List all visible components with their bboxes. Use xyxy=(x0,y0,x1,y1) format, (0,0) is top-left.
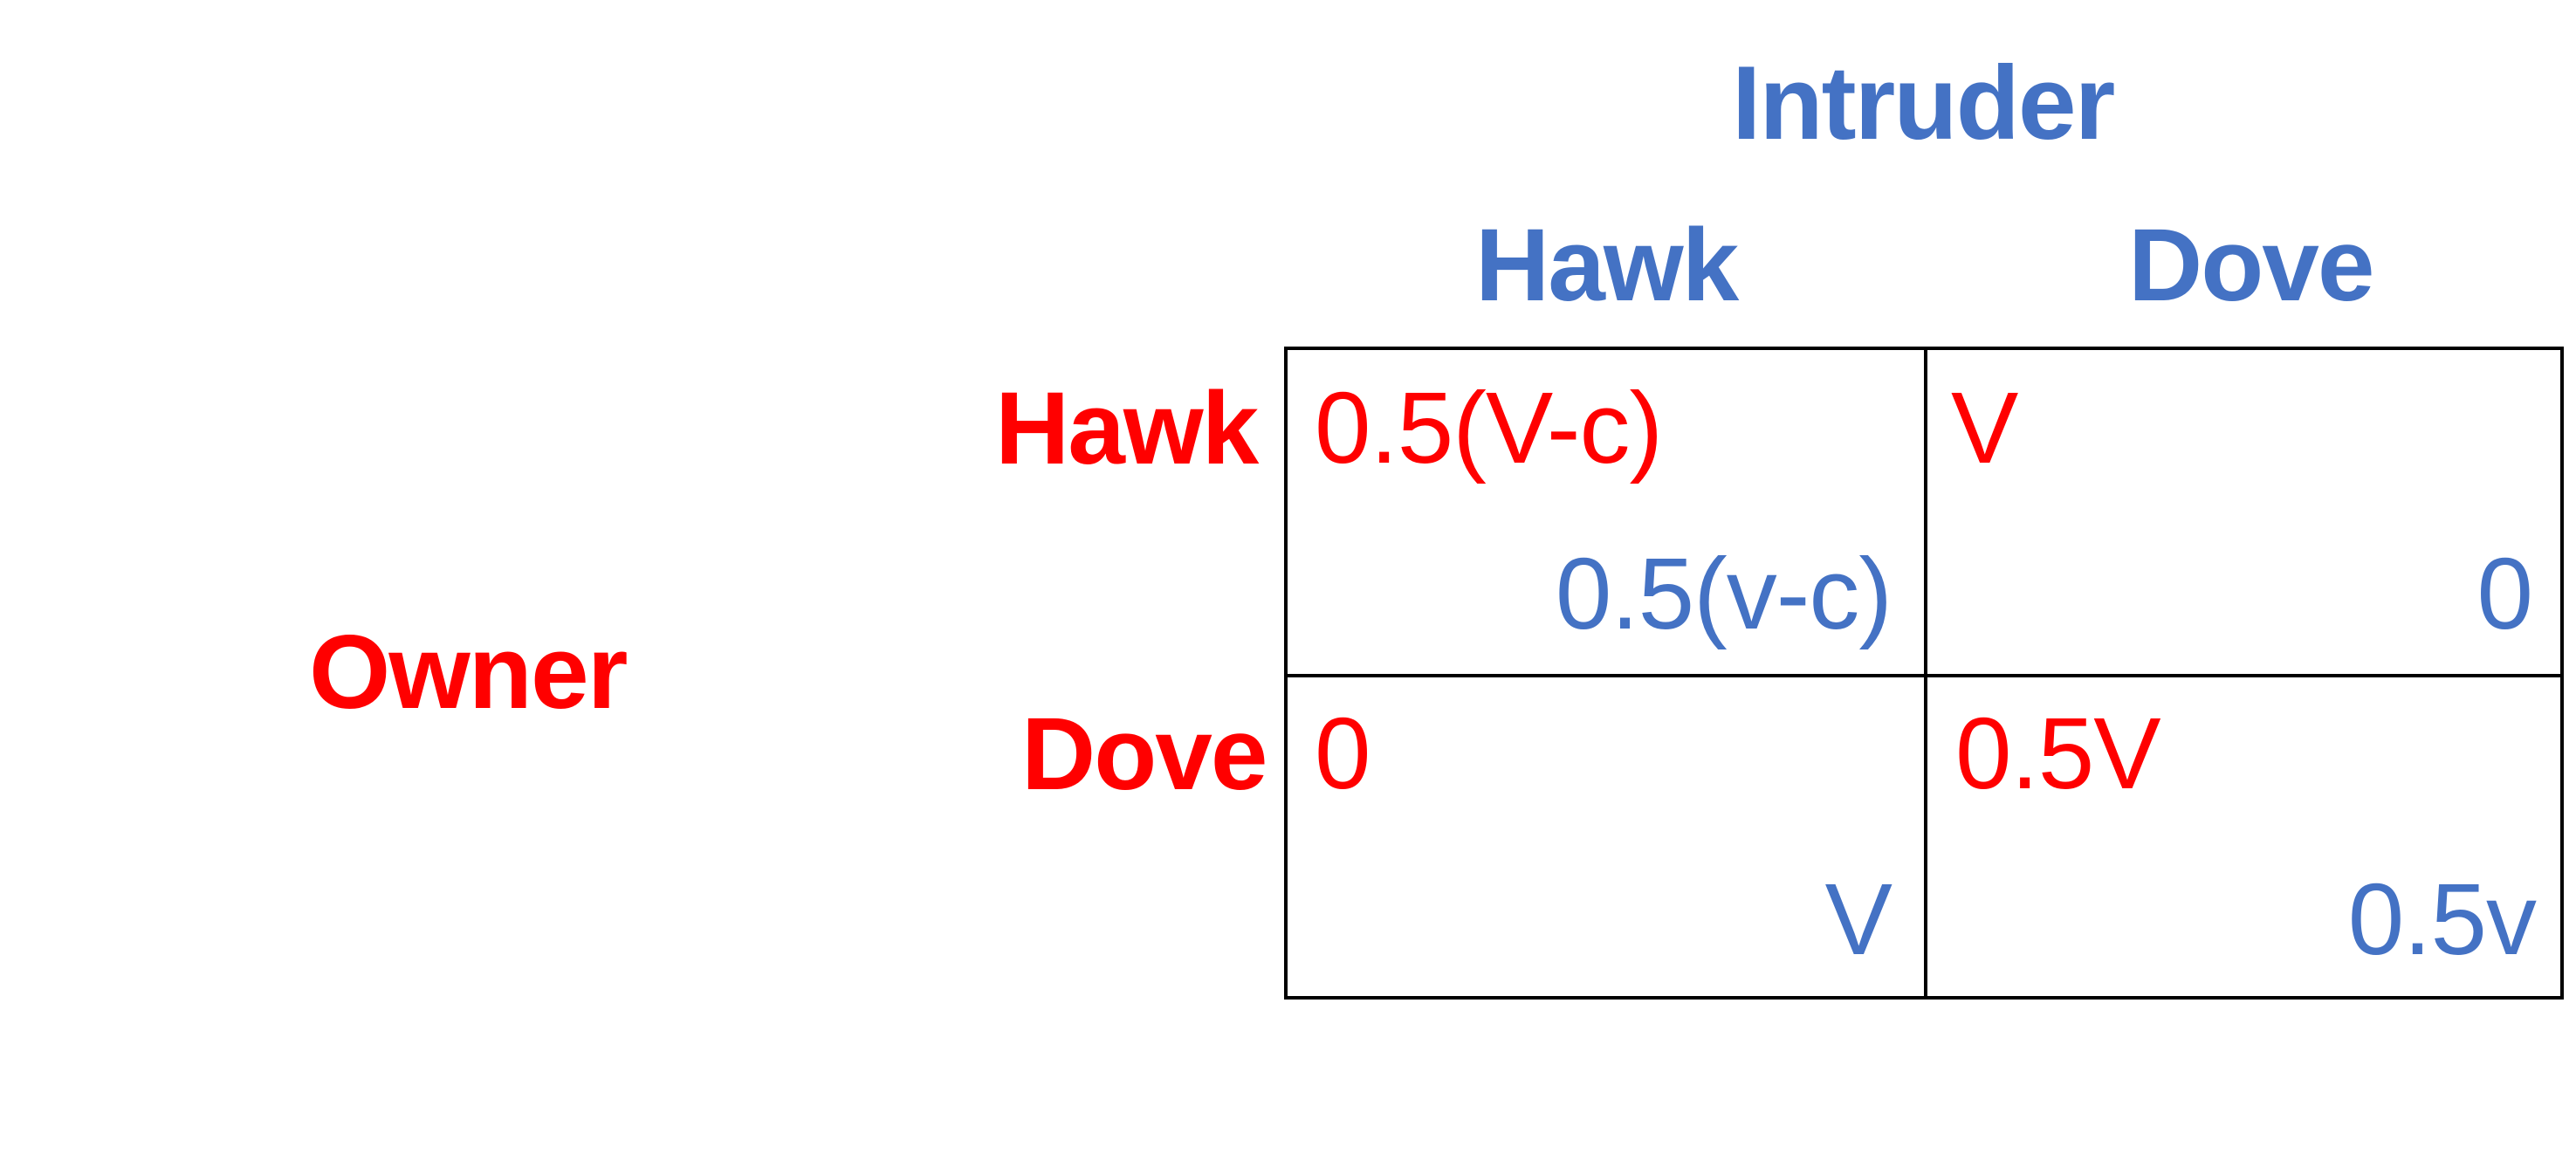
payoff-hawk-dove-owner: V xyxy=(1951,371,2018,484)
column-header-dove: Dove xyxy=(2128,208,2375,323)
matrix-horizontal-divider xyxy=(1288,674,2560,677)
payoff-hawk-hawk-intruder: 0.5(v-c) xyxy=(1555,537,1893,650)
owner-title: Owner xyxy=(309,614,628,731)
matrix-vertical-divider xyxy=(1924,350,1927,996)
payoff-hawk-dove-intruder: 0 xyxy=(2476,537,2533,650)
column-header-hawk: Hawk xyxy=(1475,208,1739,323)
row-header-dove: Dove xyxy=(1021,697,1268,812)
payoff-dove-dove-owner: 0.5V xyxy=(1955,697,2161,810)
payoff-dove-hawk-intruder: V xyxy=(1824,862,1893,976)
intruder-title: Intruder xyxy=(1732,45,2115,161)
payoff-hawk-hawk-owner: 0.5(V-c) xyxy=(1315,371,1663,484)
payoff-dove-dove-intruder: 0.5v xyxy=(2347,862,2537,976)
payoff-matrix xyxy=(1284,347,2564,1000)
payoff-dove-hawk-owner: 0 xyxy=(1315,697,1371,810)
row-header-hawk: Hawk xyxy=(995,371,1259,486)
